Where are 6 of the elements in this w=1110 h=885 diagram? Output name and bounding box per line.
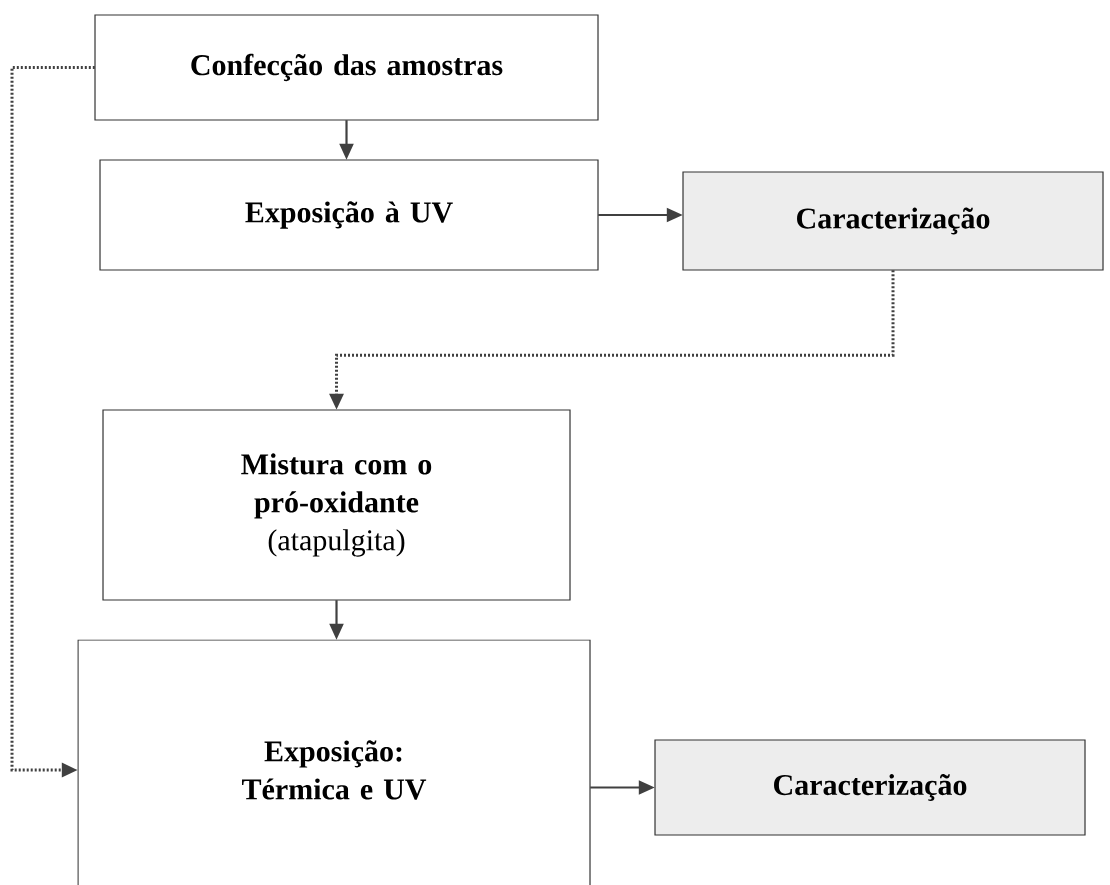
- process-box: Exposição: Térmica e UV: [77, 639, 591, 885]
- process-box: Caracterização: [682, 171, 1104, 271]
- process-box: Caracterização: [654, 739, 1086, 836]
- process-box: Mistura com o pró-oxidante (atapulgita): [102, 409, 571, 601]
- process-box: Confecção das amostras: [94, 14, 599, 121]
- process-box: Exposição à UV: [99, 159, 599, 271]
